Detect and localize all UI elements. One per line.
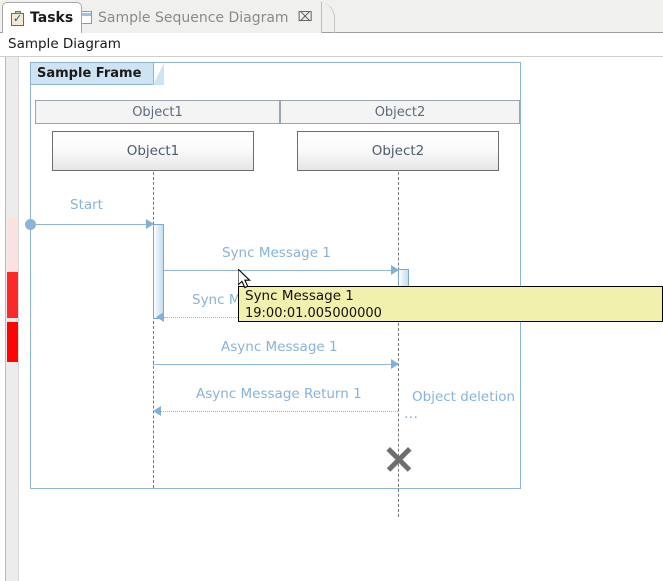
header-cell-object1-label: Object1 <box>132 104 183 120</box>
object-box-object1-label: Object1 <box>126 143 180 159</box>
header-cell-object2[interactable]: Object2 <box>280 100 520 124</box>
object-box-object2-label: Object2 <box>371 143 425 159</box>
mouse-cursor <box>237 267 254 295</box>
object-box-object2[interactable]: Object2 <box>297 131 499 171</box>
message-label-async-1: Async Message 1 <box>221 339 338 355</box>
tab-sample-sequence-diagram[interactable]: Sample Sequence Diagram ⌧ <box>70 2 335 33</box>
message-label-start: Start <box>70 197 103 213</box>
frame-label: Sample Frame <box>31 63 165 85</box>
ruler-marker-pale[interactable] <box>7 218 18 272</box>
overview-ruler[interactable] <box>5 57 19 581</box>
message-label-object-deletion: Object deletion <box>412 389 516 405</box>
close-icon[interactable]: ⌧ <box>297 10 313 25</box>
message-label-async-return-1: Async Message Return 1 <box>196 386 362 402</box>
editor-title-strip: Sample Diagram <box>0 33 663 57</box>
object-deletion-ellipsis: … <box>404 406 419 422</box>
tab-sample-sequence-diagram-label: Sample Sequence Diagram <box>98 9 289 26</box>
lifeline-object2 <box>398 172 399 517</box>
message-tooltip: Sync Message 1 19:00:01.005000000 <box>238 286 663 322</box>
tab-bar: ✓ Tasks Sample Sequence Diagram ⌧ <box>0 0 663 34</box>
tab-tasks-label: Tasks <box>30 10 74 26</box>
message-arrowhead-async-return-1 <box>153 406 161 416</box>
message-line-async-return-1[interactable] <box>161 411 398 412</box>
tab-tasks[interactable]: ✓ Tasks <box>2 2 83 33</box>
message-line-sync-1[interactable] <box>164 270 391 271</box>
tooltip-title: Sync Message 1 <box>245 288 354 304</box>
lifeline-object1 <box>153 172 154 488</box>
message-arrowhead-async-1 <box>391 359 399 369</box>
message-arrowhead-start <box>146 219 154 229</box>
ruler-marker-red-1[interactable] <box>7 272 18 318</box>
object-destruction-x-icon <box>384 444 414 474</box>
page-title: Sample Diagram <box>8 36 121 52</box>
message-line-async-1[interactable] <box>153 364 391 365</box>
header-cell-object2-label: Object2 <box>374 104 426 120</box>
object-box-object1[interactable]: Object1 <box>52 131 254 171</box>
sequence-frame: Sample Frame <box>30 62 521 489</box>
message-label-sync-1: Sync Message 1 <box>222 245 331 261</box>
diagram-canvas[interactable]: Sample Frame Object1 Object2 Object1 Obj… <box>0 57 663 581</box>
tooltip-timestamp: 19:00:01.005000000 <box>245 306 382 321</box>
activation-bar-object1[interactable] <box>153 224 164 319</box>
message-arrowhead-sync-1 <box>391 265 399 275</box>
ruler-marker-red-2[interactable] <box>7 322 18 362</box>
message-line-start[interactable] <box>30 224 146 225</box>
clipboard-check-icon: ✓ <box>11 10 24 26</box>
message-arrowhead-sync-return-1 <box>156 312 164 322</box>
header-cell-object1[interactable]: Object1 <box>35 100 280 124</box>
